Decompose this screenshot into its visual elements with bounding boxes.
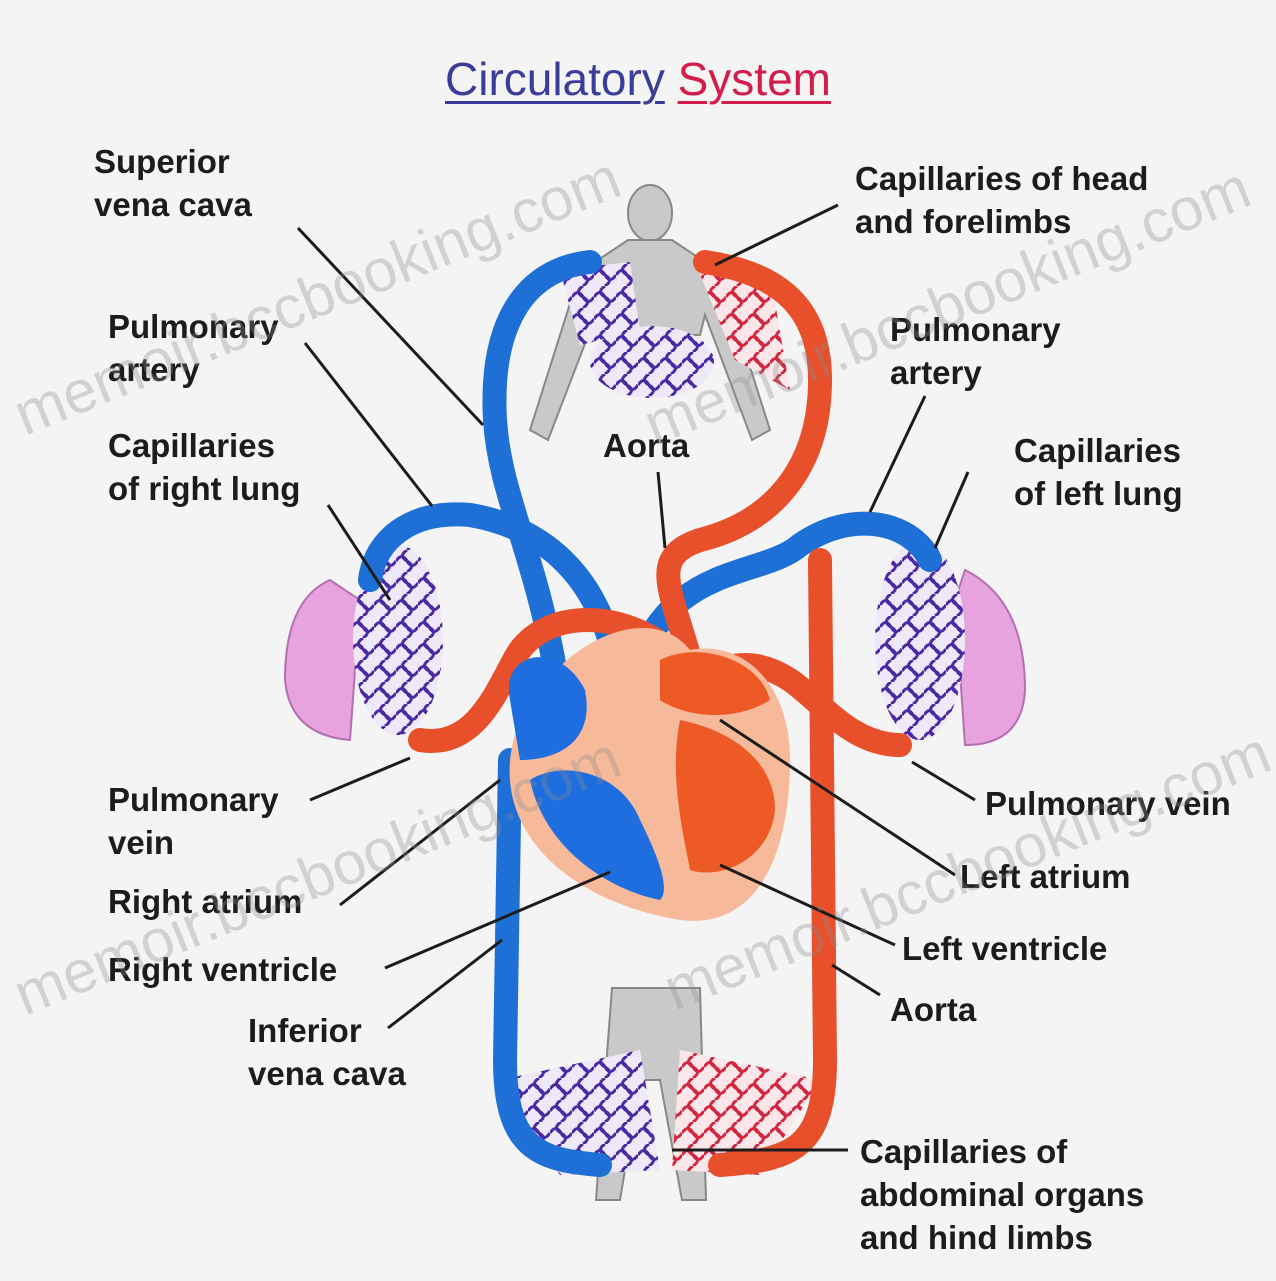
right-lung	[285, 580, 360, 740]
leader-pulmonary-vein-left-side	[310, 758, 410, 800]
leader-pulmonary-vein-right-side	[912, 762, 975, 800]
leader-capillaries-left-lung	[935, 472, 968, 548]
leader-aorta-top	[658, 472, 665, 548]
label-superior-vena-cava: Superior vena cava	[94, 140, 252, 226]
label-capillaries-left-lung: Capillaries of left lung	[1014, 429, 1183, 515]
label-capillaries-right-lung: Capillaries of right lung	[108, 424, 300, 510]
leader-pulmonary-artery-right-side	[870, 396, 925, 512]
left-lung-capillaries	[875, 540, 965, 740]
label-inferior-vena-cava: Inferior vena cava	[248, 1009, 406, 1095]
label-left-ventricle: Left ventricle	[902, 927, 1107, 970]
leader-pulmonary-artery-left-side	[305, 343, 432, 506]
leader-capillaries-head	[715, 205, 838, 265]
label-pulmonary-vein-left-side: Pulmonary vein	[108, 778, 279, 864]
left-lung	[955, 570, 1025, 745]
leader-aorta-bottom	[832, 965, 880, 995]
label-capillaries-abdominal: Capillaries of abdominal organs and hind…	[860, 1130, 1144, 1259]
label-aorta-bottom: Aorta	[890, 988, 976, 1031]
